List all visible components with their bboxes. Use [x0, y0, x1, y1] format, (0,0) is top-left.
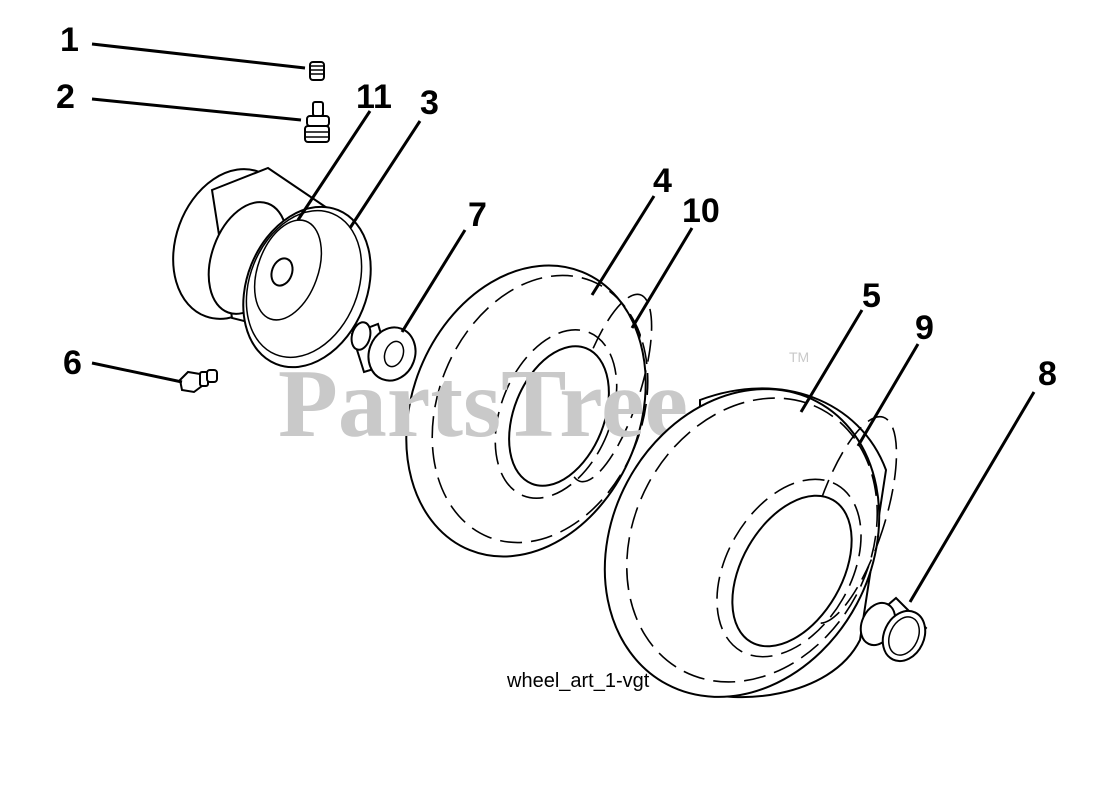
part-valve-cap[interactable] [309, 61, 325, 81]
part-bushing[interactable] [349, 320, 423, 387]
watermark-text: PartsTree [278, 350, 688, 458]
callout-1: 1 [60, 21, 79, 59]
leader-2 [91, 97, 302, 122]
leader-1 [91, 42, 306, 70]
leader-8 [908, 391, 1036, 603]
part-valve-stem[interactable] [304, 101, 330, 143]
part-grease-fitting[interactable] [178, 369, 218, 394]
leader-lines [91, 42, 1036, 603]
callout-10: 10 [682, 192, 720, 230]
callout-4: 4 [653, 162, 672, 200]
callout-6: 6 [63, 344, 82, 382]
callout-2: 2 [56, 78, 75, 116]
part-hub-cap[interactable] [854, 596, 933, 668]
part-rim[interactable] [153, 152, 394, 386]
leader-10 [630, 227, 694, 329]
callout-3: 3 [420, 84, 439, 122]
leader-4 [590, 195, 656, 296]
leader-3 [348, 120, 422, 229]
leader-11 [296, 110, 372, 221]
callout-11: 11 [356, 78, 392, 116]
callout-7: 7 [468, 196, 487, 234]
callout-8: 8 [1038, 355, 1057, 393]
watermark: PartsTree TM [278, 349, 809, 458]
callouts: 1 2 11 3 7 4 10 5 9 8 6 [56, 21, 1057, 393]
leader-9 [856, 343, 920, 447]
leader-7 [400, 229, 467, 333]
callout-5: 5 [862, 277, 881, 315]
watermark-trademark: TM [789, 349, 809, 365]
callout-9: 9 [915, 309, 934, 347]
diagram-caption: wheel_art_1-vgt [506, 670, 650, 692]
part-front-tire[interactable] [364, 229, 688, 593]
leader-5 [799, 309, 864, 413]
leader-6 [91, 361, 183, 384]
part-rear-tire[interactable] [552, 341, 932, 746]
